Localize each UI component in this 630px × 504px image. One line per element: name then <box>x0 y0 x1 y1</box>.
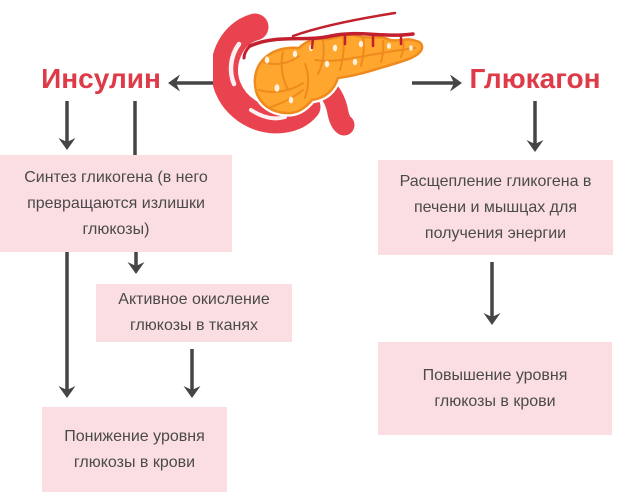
blood-vessels-icon <box>242 11 415 60</box>
duodenum-highlight <box>228 41 242 87</box>
pancreas-gland <box>251 31 426 117</box>
pancreas-illustration <box>213 11 426 136</box>
duodenum-highlight <box>249 108 287 121</box>
box-glycogen-breakdown: Расщепление гликогена в печени и мышцах … <box>378 160 613 255</box>
duodenum-highlight <box>305 87 320 116</box>
hormone-label-glucagon: Глюкагон <box>469 63 601 94</box>
box-glucose-raising: Повышение уровня глюкозы в крови <box>378 342 612 435</box>
box-glucose-oxidation: Активное окисление глюкозы в тканях <box>96 284 292 342</box>
box-glycogen-synthesis: Синтез гликогена (в него превращаются из… <box>0 155 232 252</box>
hormone-label-insulin: Инсулин <box>41 63 161 94</box>
duodenum-hook <box>288 73 355 136</box>
duodenum-loop <box>213 13 321 134</box>
box-glucose-lowering: Понижение уровня глюкозы в крови <box>42 407 227 492</box>
